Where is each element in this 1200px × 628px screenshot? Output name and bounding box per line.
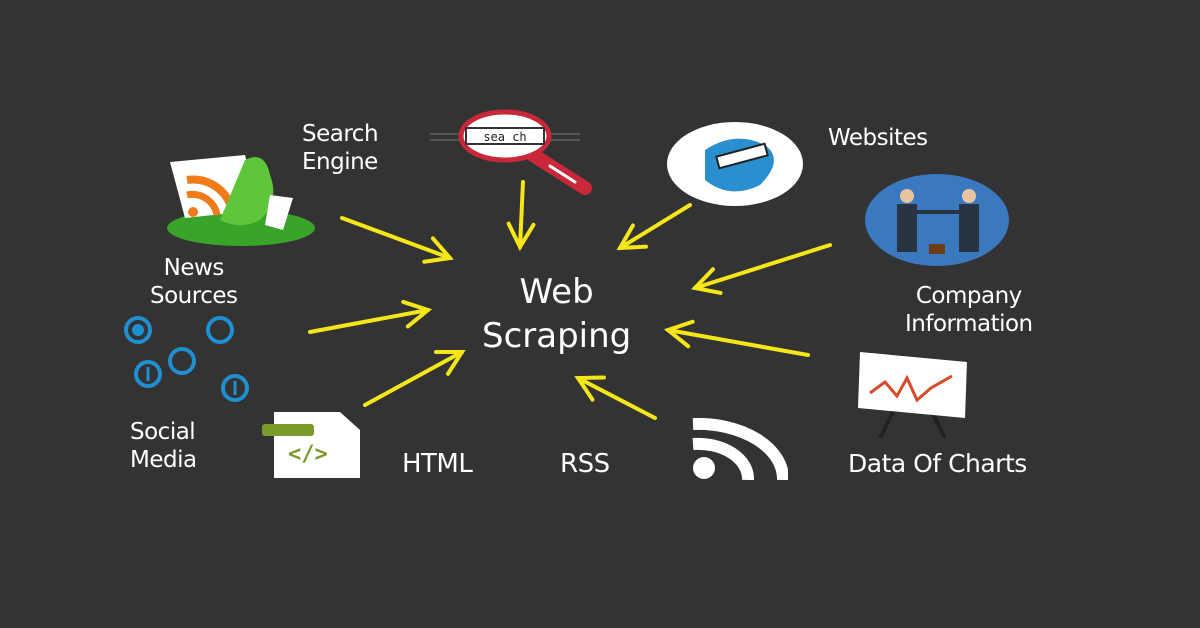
label-html: HTML <box>402 449 473 479</box>
title-line2: Scraping <box>482 316 632 356</box>
label-line: Company <box>915 283 1022 309</box>
label-websites: Websites <box>828 125 928 151</box>
label-line: Search <box>302 121 379 147</box>
arrow-search-magnifier <box>506 180 536 252</box>
label-rss: RSS <box>560 449 610 479</box>
code-symbol: </> <box>288 442 328 467</box>
arrow-charts <box>663 319 810 357</box>
label-line: Social <box>130 419 196 445</box>
code-file-icon: </> <box>262 412 362 478</box>
social-icons <box>124 316 249 402</box>
globe-icon <box>667 122 803 206</box>
label-line: News <box>163 255 225 281</box>
chart-board-icon <box>858 352 967 438</box>
title-line1: Web <box>519 272 594 312</box>
magnifier-icon: sea ch <box>430 109 592 195</box>
rss-icon <box>692 418 788 480</box>
diagram-title: Web Scraping <box>482 270 631 358</box>
arrow-social <box>308 299 433 334</box>
arrow-search-engine <box>340 216 454 264</box>
label-line: Engine <box>302 149 378 175</box>
arrow-websites <box>616 203 692 251</box>
rss-reader-icon <box>167 155 315 246</box>
search-box-text: sea ch <box>483 130 526 144</box>
label-search-engine: Search Engine <box>302 120 379 176</box>
label-social-media: Social Media <box>130 418 197 474</box>
handshake-icon <box>865 174 1009 266</box>
arrow-company <box>691 243 832 295</box>
label-data-of-charts: Data Of Charts <box>848 449 1027 478</box>
label-company-information: Company Information <box>905 282 1033 338</box>
arrow-html <box>363 349 466 407</box>
label-line: Information <box>905 311 1033 337</box>
label-news-sources: News Sources <box>150 254 238 310</box>
arrow-rss <box>574 375 657 420</box>
label-line: Sources <box>150 283 238 309</box>
label-line: Media <box>130 447 197 473</box>
